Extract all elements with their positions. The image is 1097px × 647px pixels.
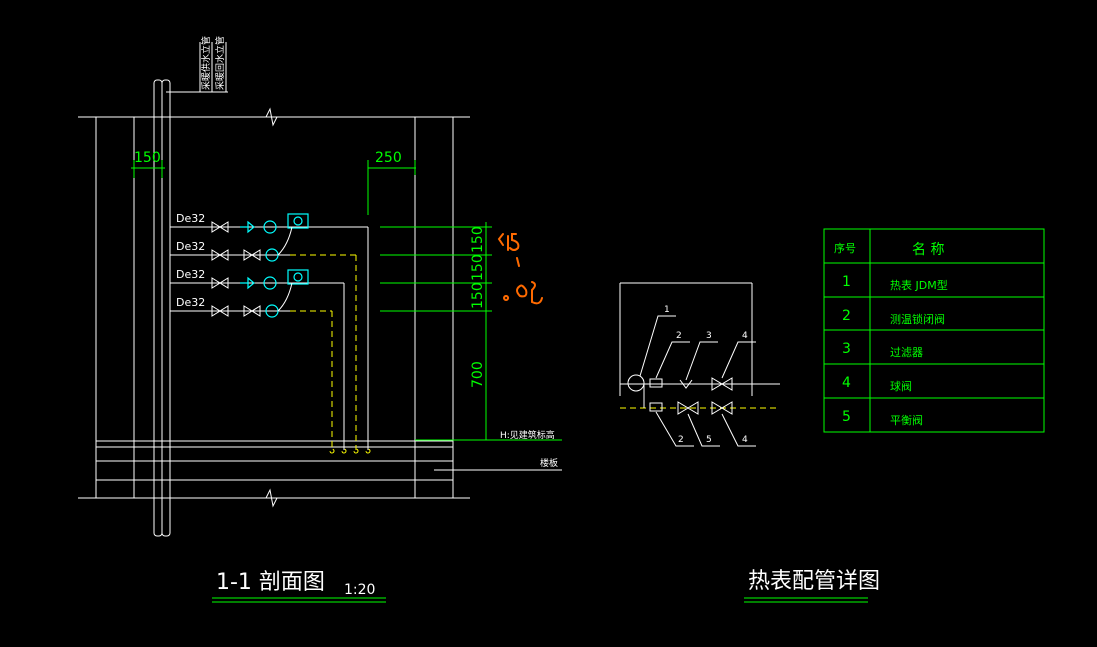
balance-valve-icon	[243, 249, 261, 261]
handwritten-marks	[497, 233, 543, 305]
lock-valve-upper-icon	[649, 378, 663, 388]
section-scale: 1:20	[344, 582, 375, 598]
legend-row-name: 球阀	[890, 379, 912, 393]
heat-meter-icon	[287, 213, 309, 229]
filter-icon	[240, 276, 255, 290]
pipe-size-label: De32	[176, 268, 205, 281]
ball-valve-icon	[211, 249, 229, 261]
sensor-wire	[277, 282, 293, 312]
callout-l2: 2	[678, 435, 684, 445]
legend-row-no: 4	[842, 375, 851, 391]
detail-title: 热表配管详图	[748, 569, 880, 594]
callout-3: 3	[706, 331, 712, 341]
callout-leader-2	[655, 341, 690, 379]
lock-valve-icon	[263, 276, 277, 290]
dim-top-text: 250	[375, 150, 402, 166]
heat-meter-dial-icon	[293, 272, 303, 282]
detail-view: 1 2 3 4 2 5 4 热表配管详图	[619, 282, 880, 603]
heat-meter-icon	[627, 374, 645, 392]
branch-row-1: De32	[170, 212, 368, 234]
ball-valve-upper-icon	[711, 377, 733, 391]
legend-row-name: 过滤器	[890, 346, 923, 359]
lock-valve-lower-icon	[649, 402, 663, 412]
pipe-size-label: De32	[176, 212, 205, 225]
dim-left-text: 150	[134, 150, 161, 166]
pipe-end-icon	[341, 448, 347, 454]
branch-row-4: De32	[170, 282, 333, 450]
legend-table: 序号 名 称 1 热表 JDM型 2 测温锁闭阀 3 过滤器 4 球阀 5 平衡…	[823, 228, 1045, 433]
filter-icon	[679, 379, 693, 389]
callout-l5: 5	[706, 435, 712, 445]
branch-row-3: De32	[170, 268, 345, 450]
callout-leader-l5	[687, 413, 720, 447]
filter-icon	[240, 220, 255, 234]
legend-row-no: 2	[842, 308, 851, 324]
callout-2: 2	[676, 331, 682, 341]
handwritten-notes	[497, 233, 543, 305]
callout-leader-1	[639, 315, 676, 377]
callout-l4: 4	[742, 435, 748, 445]
callout-1: 1	[664, 305, 670, 315]
lock-valve-icon	[263, 220, 277, 234]
heat-meter-dial-icon	[293, 216, 303, 226]
callout-leader-4	[721, 341, 756, 379]
branch-row-2: De32	[170, 226, 357, 450]
callout-leader-l2	[655, 411, 694, 447]
ball-valve-icon	[211, 221, 229, 233]
return-riser-pipe	[161, 79, 171, 537]
pipe-end-icon	[365, 448, 371, 454]
legend-header-name: 名 称	[912, 242, 944, 258]
callout-4: 4	[742, 331, 748, 341]
bottom-break-symbol	[265, 488, 278, 508]
legend-header-no: 序号	[834, 241, 856, 255]
balance-valve-icon	[677, 401, 699, 415]
legend-row-name: 热表 JDM型	[890, 278, 948, 292]
legend-row-no: 3	[842, 341, 851, 357]
ball-valve-icon	[211, 305, 229, 317]
callout-leader-3	[685, 341, 718, 381]
pipe-end-icon	[329, 448, 335, 454]
supply-riser-label: 采暖供水立管	[200, 36, 212, 90]
section-view: 采暖供水立管 采暖回水立管 150 250 150 150 150 700 H:…	[78, 36, 562, 603]
ball-valve-icon	[211, 277, 229, 289]
return-riser-label: 采暖回水立管	[214, 36, 226, 90]
section-title: 1-1 剖面图	[216, 570, 325, 595]
legend-row-name: 平衡阀	[890, 413, 923, 427]
legend-row-no: 5	[842, 409, 851, 425]
balance-valve-icon	[243, 305, 261, 317]
pipe-size-label: De32	[176, 240, 205, 253]
pipe-size-label: De32	[176, 296, 205, 309]
dim-v2: 150	[470, 254, 486, 281]
ball-valve-lower-icon	[711, 401, 733, 415]
floor-note: 楼板	[540, 457, 558, 469]
legend-row-no: 1	[842, 274, 851, 290]
top-break-symbol	[265, 107, 278, 127]
dim-v1: 150	[470, 226, 486, 253]
heat-meter-icon	[287, 269, 309, 285]
sensor-wire	[277, 226, 293, 256]
callout-leader-l4	[721, 413, 756, 447]
legend-row-name: 测温锁闭阀	[890, 312, 945, 326]
dim-v4: 700	[470, 361, 486, 388]
dim-v3: 150	[470, 282, 486, 309]
pipe-end-icon	[353, 448, 359, 454]
level-note: H:见建筑标高	[500, 429, 555, 441]
supply-riser-pipe	[153, 79, 163, 537]
